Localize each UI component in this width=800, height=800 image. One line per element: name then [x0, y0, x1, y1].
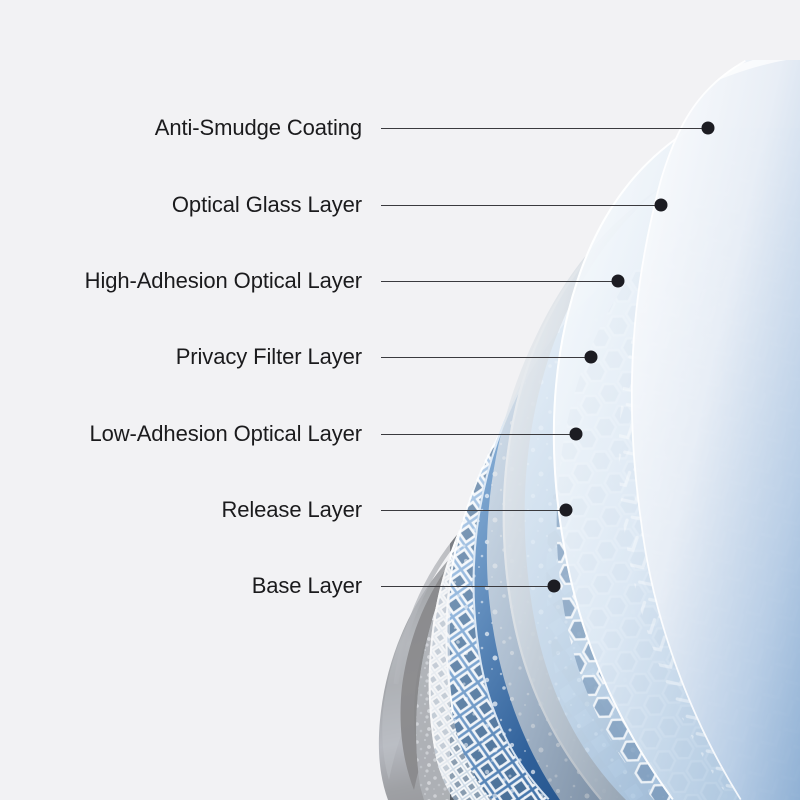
callout-dot-anti-smudge-coating: [701, 121, 715, 135]
leader-line-anti-smudge-coating: [381, 128, 708, 129]
callout-label: Base Layer: [251, 573, 362, 598]
callout-label: Low-Adhesion Optical Layer: [89, 421, 362, 446]
callout-label: Privacy Filter Layer: [175, 344, 362, 369]
leader-line-privacy-filter-layer: [381, 357, 591, 358]
callout-label: High-Adhesion Optical Layer: [84, 268, 362, 293]
callout-label: Optical Glass Layer: [171, 192, 362, 217]
callout-label: Anti-Smudge Coating: [154, 115, 362, 140]
callout-dot-high-adhesion-optical-layer: [611, 274, 625, 288]
callout-dot-privacy-filter-layer: [584, 350, 598, 364]
layer-grey-interleaf: [486, 188, 660, 800]
leader-line-release-layer: [381, 510, 566, 511]
layer-anti-smudge: [630, 60, 800, 800]
callout-dot-release-layer: [559, 503, 573, 517]
callout-dot-low-adhesion-optical-layer: [569, 427, 583, 441]
leader-line-low-adhesion-optical-layer: [381, 434, 576, 435]
leader-line-base-layer: [381, 586, 554, 587]
callout-label: Release Layer: [221, 497, 362, 522]
leader-line-high-adhesion-optical-layer: [381, 281, 618, 282]
callout-dot-base-layer: [547, 579, 561, 593]
leader-line-optical-glass-layer: [381, 205, 661, 206]
callout-dot-optical-glass-layer: [654, 198, 668, 212]
